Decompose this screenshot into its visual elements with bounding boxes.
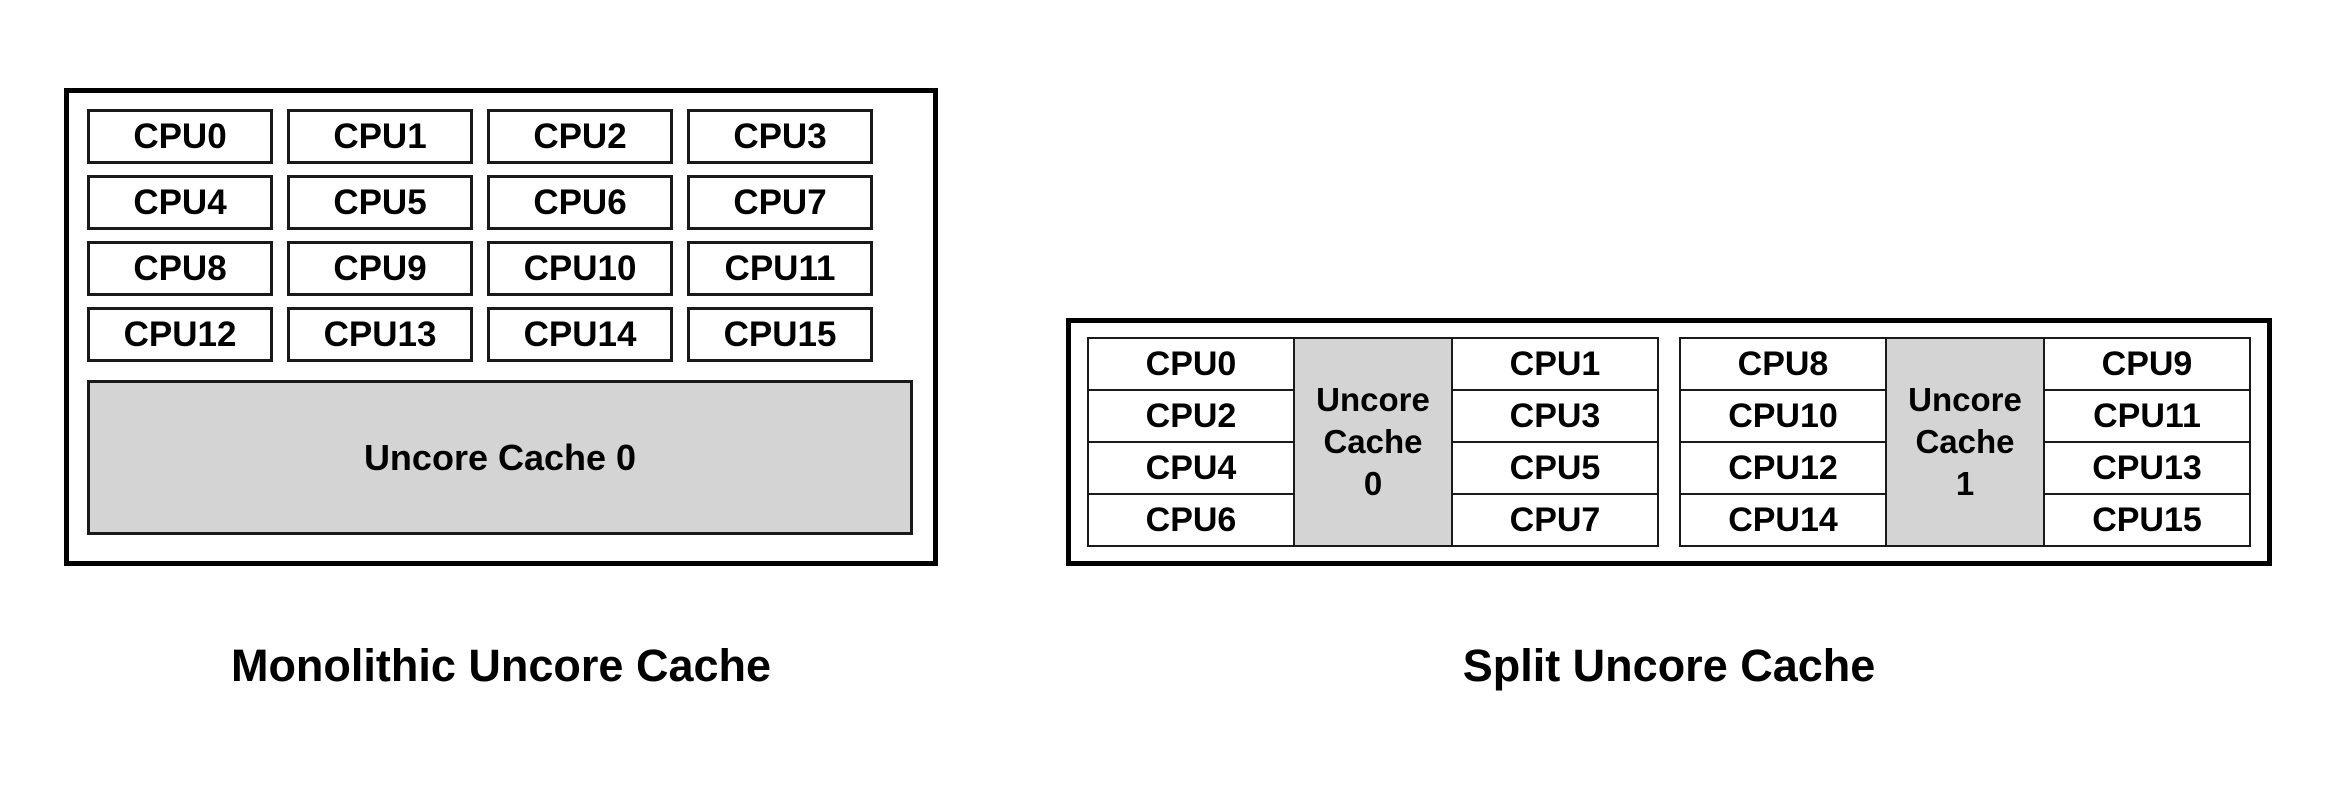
cpu-tile: CPU9 — [2043, 337, 2251, 391]
uncore-cache-label-line3: 1 — [1955, 465, 1975, 503]
cpu-tile: CPU14 — [487, 307, 673, 362]
uncore-cache-block: Uncore Cache 0 — [1293, 337, 1453, 547]
split-uncore-cache-diagram: CPU0 CPU2 CPU4 CPU6 Uncore Cache 0 CPU1 … — [1066, 318, 2272, 566]
uncore-cache-label-line2: Cache — [1915, 422, 2015, 460]
uncore-cache-label-line1: Uncore — [1316, 380, 1430, 418]
cpu-tile: CPU4 — [87, 175, 273, 230]
cpu-tile: CPU11 — [687, 241, 873, 296]
cpu-column-left: CPU8 CPU10 CPU12 CPU14 — [1679, 337, 1887, 547]
cpu-tile: CPU14 — [1679, 493, 1887, 547]
monolithic-diagram-caption: Monolithic Uncore Cache — [230, 640, 772, 691]
cpu-tile: CPU10 — [487, 241, 673, 296]
uncore-cache-label-line2: Cache — [1323, 422, 1423, 460]
cpu-column-right: CPU9 CPU11 CPU13 CPU15 — [2043, 337, 2251, 547]
cpu-tile: CPU5 — [287, 175, 473, 230]
cpu-column-left: CPU0 CPU2 CPU4 CPU6 — [1087, 337, 1295, 547]
uncore-cache-label-line1: Uncore — [1908, 380, 2022, 418]
cpu-tile: CPU2 — [1087, 389, 1295, 443]
cpu-tile: CPU7 — [1451, 493, 1659, 547]
cpu-tile: CPU2 — [487, 109, 673, 164]
cpu-tile: CPU7 — [687, 175, 873, 230]
cpu-tile: CPU15 — [2043, 493, 2251, 547]
uncore-cache-label-line3: 0 — [1363, 465, 1383, 503]
cpu-tile: CPU3 — [1451, 389, 1659, 443]
monolithic-uncore-cache-diagram: CPU0 CPU1 CPU2 CPU3 CPU4 CPU5 CPU6 CPU7 … — [64, 88, 938, 566]
cpu-tile: CPU8 — [1679, 337, 1887, 391]
cpu-tile: CPU12 — [1679, 441, 1887, 495]
split-groups-container: CPU0 CPU2 CPU4 CPU6 Uncore Cache 0 CPU1 … — [1087, 337, 2251, 547]
cpu-tile: CPU1 — [1451, 337, 1659, 391]
cpu-tile: CPU10 — [1679, 389, 1887, 443]
split-group: CPU0 CPU2 CPU4 CPU6 Uncore Cache 0 CPU1 … — [1087, 337, 1659, 547]
cpu-tile: CPU5 — [1451, 441, 1659, 495]
uncore-cache-block: Uncore Cache 1 — [1885, 337, 2045, 547]
cpu-tile: CPU9 — [287, 241, 473, 296]
cpu-tile: CPU13 — [2043, 441, 2251, 495]
cpu-tile: CPU4 — [1087, 441, 1295, 495]
cpu-tile: CPU0 — [87, 109, 273, 164]
cpu-tile: CPU11 — [2043, 389, 2251, 443]
cpu-tile: CPU3 — [687, 109, 873, 164]
split-group: CPU8 CPU10 CPU12 CPU14 Uncore Cache 1 CP… — [1679, 337, 2251, 547]
uncore-cache-block: Uncore Cache 0 — [87, 380, 913, 535]
cpu-tile: CPU6 — [487, 175, 673, 230]
cpu-tile: CPU0 — [1087, 337, 1295, 391]
monolithic-cpu-grid: CPU0 CPU1 CPU2 CPU3 CPU4 CPU5 CPU6 CPU7 … — [87, 109, 913, 362]
cpu-tile: CPU6 — [1087, 493, 1295, 547]
cpu-column-right: CPU1 CPU3 CPU5 CPU7 — [1451, 337, 1659, 547]
cpu-tile: CPU15 — [687, 307, 873, 362]
cpu-tile: CPU8 — [87, 241, 273, 296]
cpu-tile: CPU13 — [287, 307, 473, 362]
split-diagram-caption: Split Uncore Cache — [1462, 640, 1876, 691]
cpu-tile: CPU1 — [287, 109, 473, 164]
cpu-tile: CPU12 — [87, 307, 273, 362]
